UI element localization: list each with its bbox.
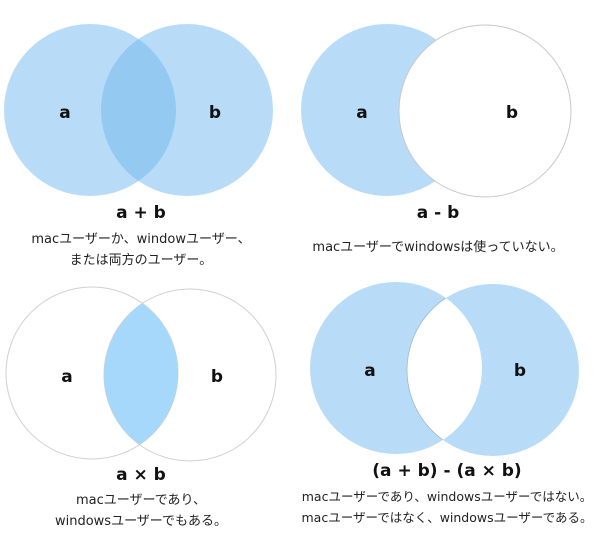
description-symmetric-difference: macユーザーであり、windowsユーザーではない。 macユーザーではなく、… <box>301 486 592 528</box>
venn-difference: a b <box>301 24 572 198</box>
label-b: b <box>514 361 526 381</box>
description-line: windowsユーザーでもある。 <box>54 514 228 529</box>
label-b: b <box>211 367 223 387</box>
description-union: macユーザーか、windowユーザー、 または両方のユーザー。 <box>31 229 250 271</box>
description-line: macユーザーではなく、windowsユーザーである。 <box>301 510 593 525</box>
description-line: macユーザーであり、windowsユーザーではない。 <box>301 489 593 504</box>
intersection-region <box>104 289 178 459</box>
description-intersection: macユーザーであり、 windowsユーザーでもある。 <box>55 490 227 532</box>
description-line: macユーザーでwindowsは使っていない。 <box>312 240 564 255</box>
excluded-intersection <box>406 283 482 454</box>
circle-b <box>398 24 572 198</box>
label-a: a <box>61 367 72 387</box>
venn-intersection: a b <box>5 286 277 462</box>
description-line: macユーザーか、windowユーザー、 <box>31 232 251 247</box>
label-a: a <box>356 103 367 123</box>
venn-symmetric-difference: a b <box>310 282 579 456</box>
label-a: a <box>364 361 375 381</box>
description-line: または両方のユーザー。 <box>69 253 213 268</box>
description-line: macユーザーであり、 <box>75 493 207 508</box>
label-b: b <box>209 103 221 123</box>
label-a: a <box>59 103 70 123</box>
formula-union: a + b <box>116 203 166 223</box>
label-b: b <box>506 103 518 123</box>
formula-difference: a - b <box>416 203 460 223</box>
venn-union: a b <box>4 24 273 196</box>
description-difference: macユーザーでwindowsは使っていない。 <box>312 237 563 258</box>
formula-intersection: a × b <box>116 465 166 485</box>
overlap-region <box>101 24 176 196</box>
formula-symmetric-difference: (a + b) - (a × b) <box>372 461 522 481</box>
